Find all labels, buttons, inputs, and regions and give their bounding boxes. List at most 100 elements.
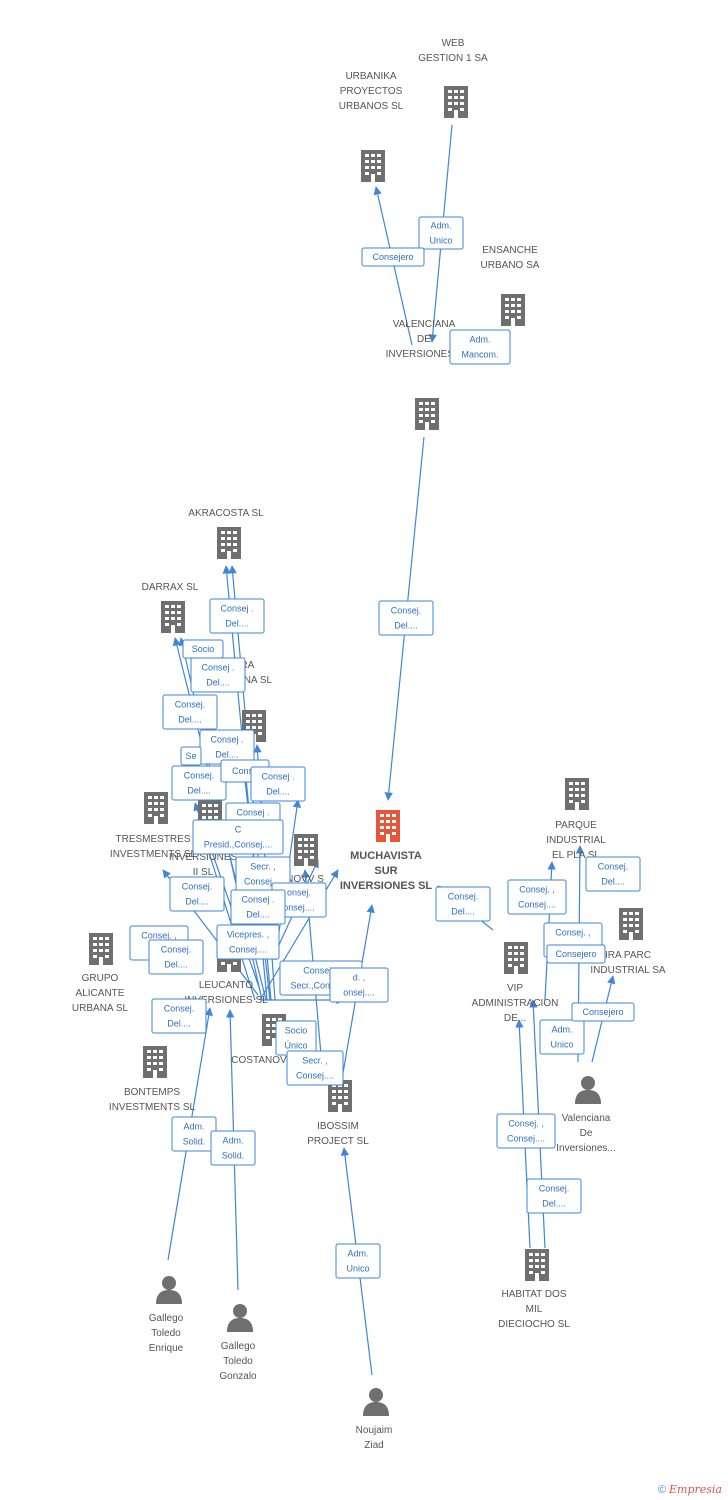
- relation-text: Secr.,Consej....: [290, 981, 351, 991]
- relation-label-box[interactable]: Consejero: [546, 944, 606, 964]
- relation-text: Vicepres. ,: [227, 930, 269, 940]
- node-label: URBANO SA: [481, 260, 540, 271]
- relation-box-frame: [192, 819, 284, 855]
- relation-label-box[interactable]: Consej .Del....: [199, 729, 255, 765]
- building-icon[interactable]: [415, 398, 439, 430]
- building-icon[interactable]: [144, 792, 168, 824]
- relation-label-box[interactable]: Consej .Del....: [230, 889, 286, 925]
- relation-text: Del....: [542, 1199, 566, 1209]
- relation-label-box[interactable]: Consej. ,Consej....: [496, 1113, 556, 1149]
- building-icon[interactable]: [143, 1046, 167, 1078]
- node-label: Valenciana: [562, 1113, 611, 1124]
- relation-label-box[interactable]: Adm.Solid.: [171, 1116, 217, 1152]
- relation-label-box[interactable]: Consej.Del....: [169, 876, 225, 912]
- relation-label-box[interactable]: Consejero: [361, 247, 425, 267]
- person-icon[interactable]: [575, 1076, 601, 1104]
- relation-label-box[interactable]: Consejero: [571, 1002, 635, 1022]
- node-label: INVERSIONES: [169, 852, 238, 863]
- relation-label-box[interactable]: Se: [180, 746, 202, 766]
- relation-label-box[interactable]: CPresid.,Consej....: [192, 819, 284, 855]
- person-icon[interactable]: [227, 1304, 253, 1332]
- node-label: PROYECTOS: [340, 86, 403, 97]
- relation-label-box[interactable]: Adm.Unico: [418, 216, 464, 250]
- person-icon[interactable]: [156, 1276, 182, 1304]
- relation-label-box[interactable]: Consej .Del....: [190, 657, 246, 693]
- relation-box-frame: [169, 876, 225, 912]
- relation-label-box[interactable]: Consej.Del....: [162, 694, 218, 730]
- building-icon[interactable]: [294, 834, 318, 866]
- relation-label-box[interactable]: Secr. ,Consej....: [286, 1050, 344, 1086]
- graph-node-vip[interactable]: VIPADMINISTRACIONDE...: [472, 942, 559, 1024]
- relation-text: Unico: [550, 1040, 573, 1050]
- relation-label-box[interactable]: Consej.Del....: [526, 1178, 582, 1214]
- relation-text: Del....: [206, 678, 230, 688]
- node-label: NOVV S: [286, 874, 324, 885]
- relation-label-box[interactable]: Consej .Del....: [250, 766, 306, 802]
- building-icon[interactable]: [504, 942, 528, 974]
- relation-box-frame: [216, 924, 280, 960]
- relation-text: Secr. ,: [250, 862, 276, 872]
- node-label: De: [580, 1128, 593, 1139]
- relation-label-box[interactable]: Consej. ,Consej....: [507, 879, 567, 915]
- relation-label-box[interactable]: Consej.Del....: [585, 856, 641, 892]
- building-icon[interactable]: [525, 1249, 549, 1281]
- building-icon[interactable]: [565, 778, 589, 810]
- relation-label-box[interactable]: Socio: [182, 639, 224, 659]
- relation-label-box[interactable]: Adm.Unico: [539, 1019, 585, 1055]
- relation-box-frame: [335, 1243, 381, 1279]
- building-icon[interactable]: [501, 294, 525, 326]
- building-icon[interactable]: [89, 933, 113, 965]
- building-icon[interactable]: [161, 601, 185, 633]
- graph-node-valenciana-person[interactable]: ValencianaDeInversiones...: [556, 1076, 616, 1154]
- building-icon[interactable]: [444, 86, 468, 118]
- relation-label-box[interactable]: Consej.Del....: [148, 939, 204, 975]
- relation-label-box[interactable]: Vicepres. , Consej....: [216, 924, 280, 960]
- relation-label-box[interactable]: Consej.Del....: [151, 998, 207, 1034]
- relation-label-box[interactable]: Consej .Del....: [209, 598, 265, 634]
- relation-label-box[interactable]: d. ,onsej....: [329, 967, 389, 1003]
- relation-text: Del....: [394, 621, 418, 631]
- relation-text: Solid.: [183, 1137, 206, 1147]
- relation-label-box[interactable]: Adm.Unico: [335, 1243, 381, 1279]
- relation-text: Unico: [429, 236, 452, 246]
- relation-label-box[interactable]: Consej.Del....: [171, 765, 227, 801]
- building-icon[interactable]: [376, 810, 400, 842]
- relation-text: Consej....: [229, 945, 267, 955]
- relation-label-box[interactable]: Consej.Del....: [378, 600, 434, 636]
- relation-text: Socio: [285, 1026, 308, 1036]
- graph-node-darrax[interactable]: DARRAX SL: [142, 582, 199, 633]
- relation-text: Consej .: [261, 772, 294, 782]
- graph-node-valenciana-inv[interactable]: VALENCIANADEINVERSIONES...: [386, 319, 463, 430]
- graph-node-akracosta[interactable]: AKRACOSTA SL: [188, 508, 264, 559]
- relation-box-frame: [171, 765, 227, 801]
- graph-node-costanov[interactable]: COSTANOV: [231, 1014, 287, 1066]
- building-icon[interactable]: [361, 150, 385, 182]
- building-icon[interactable]: [619, 908, 643, 940]
- relation-label-box[interactable]: Adm.Mancom.: [449, 329, 511, 365]
- relation-text: Del....: [164, 960, 188, 970]
- relation-label-box[interactable]: Adm.Solid.: [210, 1130, 256, 1166]
- building-icon[interactable]: [217, 527, 241, 559]
- graph-node-novv[interactable]: NOVV S: [286, 834, 324, 885]
- brand-logo[interactable]: Empresia: [669, 1483, 722, 1496]
- relation-text: Del....: [451, 907, 475, 917]
- relation-text: Del....: [178, 715, 202, 725]
- relation-label-box[interactable]: Consej.Del....: [435, 886, 491, 922]
- person-icon[interactable]: [363, 1388, 389, 1416]
